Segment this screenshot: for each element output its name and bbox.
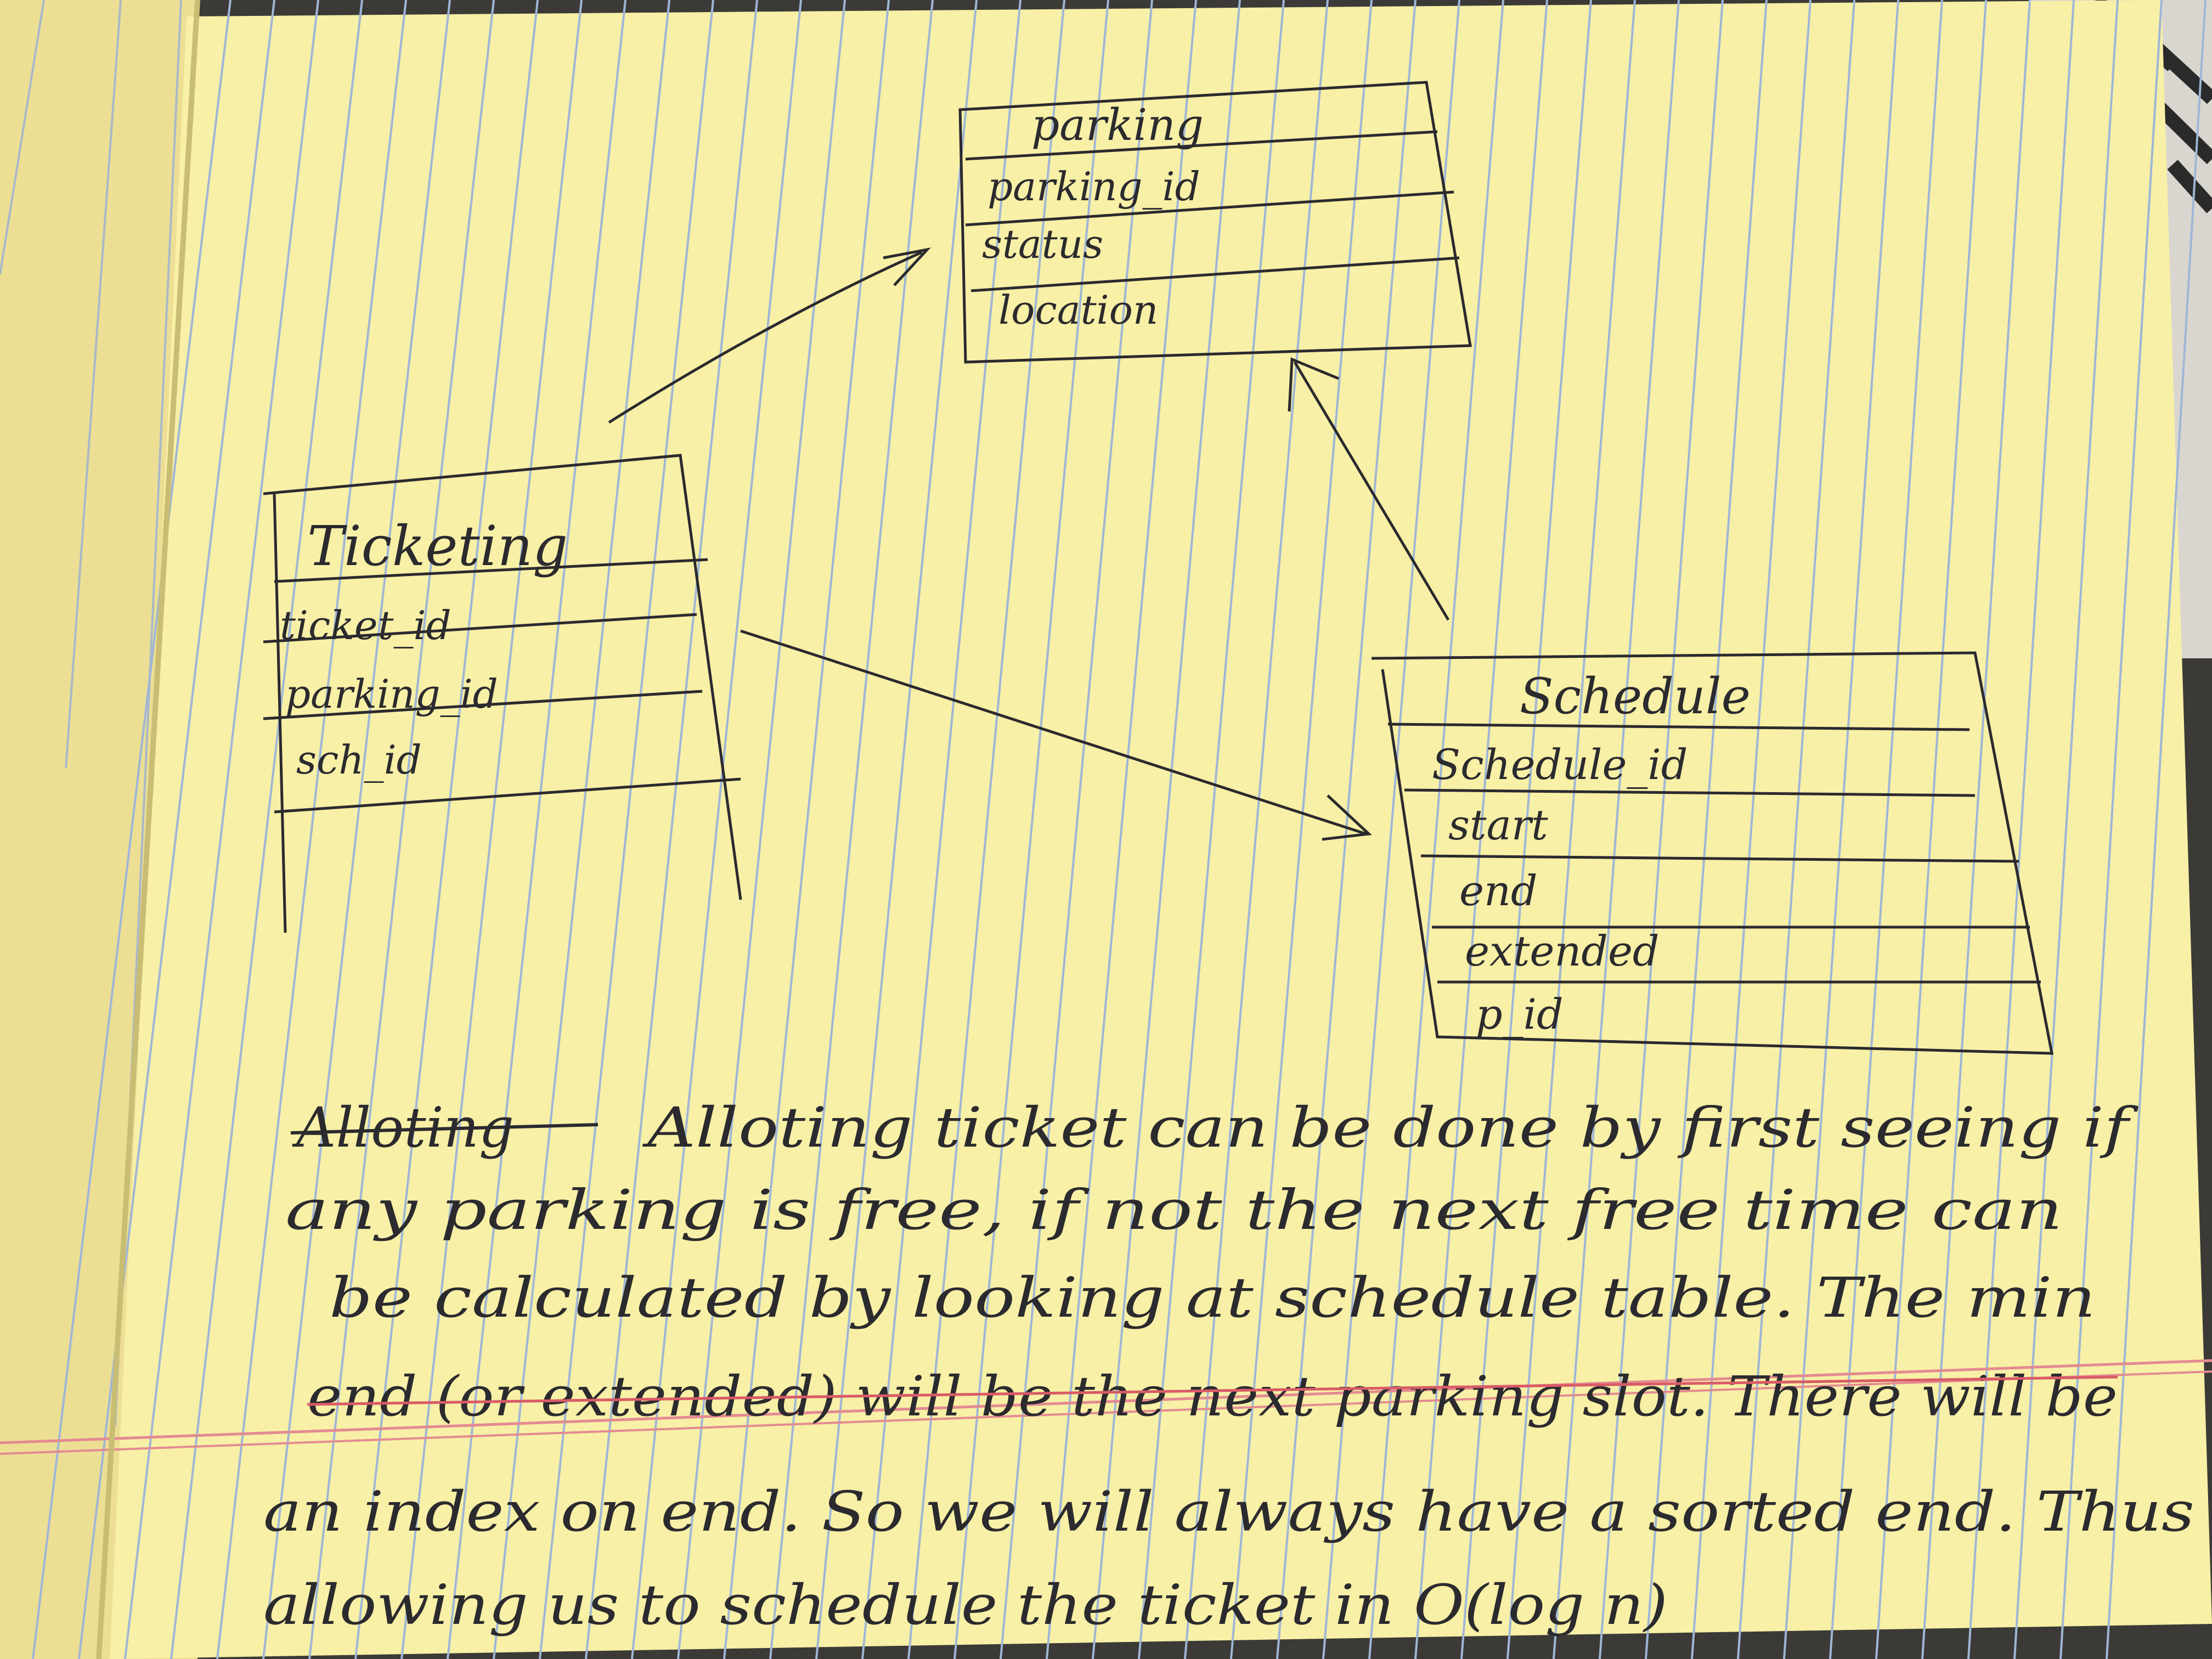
parking-title: parking: [1031, 99, 1204, 150]
ruled-line: [585, 0, 758, 1659]
ruled-line: [1322, 0, 1460, 1659]
ruled-line: [2106, 0, 2207, 1659]
ruled-line: [1368, 0, 1504, 1659]
ruled-line: [1829, 0, 1943, 1659]
arrow-ticketing-to-parking: [608, 251, 923, 424]
schedule-field-3: end: [1459, 866, 1538, 915]
ruled-line: [815, 0, 978, 1659]
notes-paragraph: Alloting Alloting ticket can be done by …: [263, 1096, 2194, 1637]
notes-line-5: an index on end. So we will always have …: [263, 1480, 2194, 1544]
ruled-line: [262, 0, 451, 1659]
notes-line-6: allowing us to schedule the ticket in O(…: [263, 1573, 1668, 1637]
ruled-line: [1230, 0, 1373, 1659]
ruled-line: [907, 0, 1065, 1659]
ticketing-field-3: sch_id: [296, 737, 422, 783]
ruled-line: [723, 0, 890, 1659]
ruled-line: [1460, 0, 1592, 1659]
notes-line-3: be calculated by looking at schedule tab…: [329, 1266, 2096, 1330]
notes-line-2: any parking is free, if not the next fre…: [285, 1178, 2063, 1242]
ticketing-title: Ticketing: [307, 514, 568, 578]
ruled-line: [1184, 0, 1329, 1659]
ruled-line: [1414, 0, 1548, 1659]
arrow-ticketing-to-schedule: [740, 629, 1367, 836]
ruled-line: [769, 0, 934, 1659]
ticketing-field-1: ticket_id: [280, 602, 452, 648]
parking-field-1: parking_id: [988, 163, 1200, 210]
arrow-schedule-to-parking: [1293, 361, 1450, 621]
notes-line-4: end (or extended) will be the next parki…: [307, 1364, 2118, 1429]
notes-line-1: Alloting ticket can be done by first see…: [642, 1096, 2138, 1160]
ruled-line: [2013, 0, 2119, 1659]
ruled-line: [354, 0, 539, 1659]
ruled-line: [1553, 0, 1680, 1659]
ruled-line: [308, 0, 495, 1659]
ruled-line: [493, 0, 670, 1659]
ruled-line: [1967, 0, 2075, 1659]
ruled-line: [1092, 0, 1241, 1659]
ticketing-field-2: parking_id: [285, 671, 498, 717]
ruled-line: [78, 0, 275, 1659]
parking-field-2: status: [982, 221, 1103, 267]
schedule-field-5: p_id: [1476, 990, 1564, 1039]
red-margin-line: [0, 1359, 2212, 1444]
ruled-line: [447, 0, 627, 1659]
ruled-line: [170, 0, 363, 1659]
schedule-field-4: extended: [1465, 927, 1660, 975]
ruled-line: [677, 0, 846, 1659]
ruled-line: [32, 0, 232, 1659]
schedule-field-1: Schedule_id: [1432, 740, 1688, 789]
schedule-title: Schedule: [1520, 668, 1751, 725]
ruled-line: [216, 0, 407, 1659]
strike-through-line-4: [307, 1375, 2118, 1406]
ruled-line: [1000, 0, 1153, 1659]
ruled-line: [2059, 0, 2163, 1659]
parking-field-3: location: [998, 287, 1158, 333]
entity-ticketing: [263, 454, 742, 933]
strike-line: [290, 1123, 599, 1135]
ruled-line: [1138, 0, 1285, 1659]
red-margin-line-2: [0, 1370, 2212, 1455]
ruled-line: [539, 0, 714, 1659]
ruled-line: [953, 0, 1109, 1659]
relationship-arrows: [608, 247, 1450, 841]
ruled-line: [861, 0, 1022, 1659]
entity-parking: [958, 81, 1472, 364]
ruled-line: [1506, 0, 1636, 1659]
ruled-line: [400, 0, 583, 1659]
ruled-line: [631, 0, 802, 1659]
ruled-line: [124, 0, 319, 1659]
schedule-field-2: start: [1448, 800, 1548, 849]
entity-schedule: [1371, 651, 2054, 1055]
ruled-line: [1276, 0, 1417, 1659]
